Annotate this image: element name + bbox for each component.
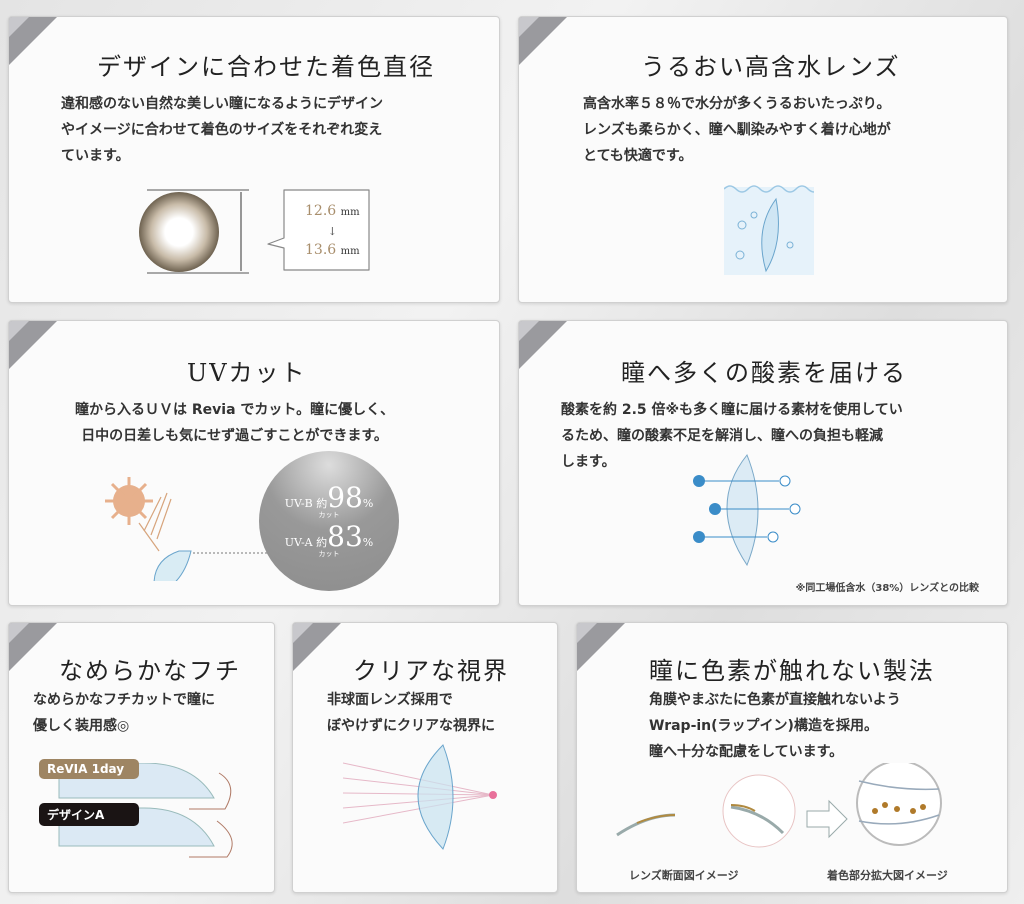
percent: % (362, 536, 374, 549)
cut-label: カット (318, 550, 340, 558)
corner-accent (9, 17, 57, 65)
arrow-down-icon: ↓ (327, 225, 337, 238)
feature-card-uv-cut: UVカット 瞳から入るＵＶは Revia でカット。瞳に優しく、 日中の日差しも… (8, 320, 500, 606)
footnote: ※同工場低含水（38%）レンズとの比較 (795, 583, 979, 594)
water-lens-illustration (724, 185, 814, 275)
card-title: なめらかなフチ (59, 657, 241, 685)
card-title: 瞳へ多くの酸素を届ける (621, 359, 907, 387)
unit: mm (340, 246, 360, 257)
feature-card-clear-vision: クリアな視界 非球面レンズ採用で ぼやけずにクリアな視界に (292, 622, 558, 893)
card-body: 瞳から入るＵＶは Revia でカット。瞳に優しく、 日中の日差しも気にせず過ご… (75, 402, 395, 444)
card-body: 非球面レンズ採用で ぼやけずにクリアな視界に (327, 692, 495, 734)
corner-accent (519, 321, 567, 369)
card-title: UVカット (187, 359, 307, 387)
cut-label: カット (318, 511, 340, 519)
unit: mm (340, 207, 360, 218)
feature-card-wrap-in: 瞳に色素が触れない製法 角膜やまぶたに色素が直接触れないよう Wrap-in(ラ… (576, 622, 1008, 893)
corner-accent (9, 623, 57, 671)
tag-revia: ReVIA 1day (39, 759, 139, 779)
uv-cut-circle: UV-B 約98% カット UV-A 約83% カット (259, 451, 399, 591)
corner-accent (293, 623, 341, 671)
caption-cross-section: レンズ断面図イメージ (629, 869, 739, 882)
card-body: 酸素を約 2.5 倍※も多く瞳に届ける素材を使用してい るため、瞳の酸素不足を解… (561, 402, 903, 470)
card-title: 瞳に色素が触れない製法 (649, 657, 935, 685)
caption-magnified: 着色部分拡大図イメージ (827, 869, 948, 882)
percent: % (362, 497, 374, 510)
speech-bubble-icon (267, 189, 370, 271)
uvb-label: UV-B 約 (284, 497, 328, 510)
uvb-value: 98 (327, 481, 363, 514)
card-body: 高含水率５８％で水分が多くうるおいたっぷり。 レンズも柔らかく、瞳へ馴染みやすく… (583, 96, 891, 164)
card-title: うるおい高含水レンズ (641, 53, 901, 81)
feature-card-smooth-edge: なめらかなフチ なめらかなフチカットで瞳に 優しく装用感◎ ReVIA 1day… (8, 622, 275, 893)
card-body: 角膜やまぶたに色素が直接触れないよう Wrap-in(ラップイン)構造を採用。 … (649, 692, 901, 760)
wrap-in-illustration (616, 763, 942, 848)
card-body: なめらかなフチカットで瞳に 優しく装用感◎ (33, 692, 215, 734)
corner-accent (519, 17, 567, 65)
card-body: 違和感のない自然な美しい瞳になるようにデザイン やイメージに合わせて着色のサイズ… (61, 96, 383, 164)
uva-label: UV-A 約 (284, 536, 328, 549)
corner-accent (577, 623, 625, 671)
aspheric-lens-illustration (343, 744, 497, 850)
feature-card-coloring-diameter: デザインに合わせた着色直径 違和感のない自然な美しい瞳になるようにデザイン やイ… (8, 16, 500, 303)
card-title: クリアな視界 (353, 657, 509, 685)
tag-design-a: デザインA (39, 803, 139, 826)
size-to: 13.6 (305, 242, 337, 258)
oxygen-lens-illustration (693, 454, 801, 567)
card-title: デザインに合わせた着色直径 (97, 53, 435, 81)
uva-value: 83 (327, 520, 363, 553)
corner-accent (9, 321, 57, 369)
feature-card-high-water: うるおい高含水レンズ 高含水率５８％で水分が多くうるおいたっぷり。 レンズも柔ら… (518, 16, 1008, 303)
size-readout: 12.6 mm ↓ 13.6 mm (305, 202, 360, 261)
feature-card-oxygen: 瞳へ多くの酸素を届ける 酸素を約 2.5 倍※も多く瞳に届ける素材を使用してい … (518, 320, 1008, 606)
lens-diameter-illustration (139, 189, 249, 274)
sun-lens-illustration (105, 477, 269, 581)
size-from: 12.6 (305, 203, 337, 219)
